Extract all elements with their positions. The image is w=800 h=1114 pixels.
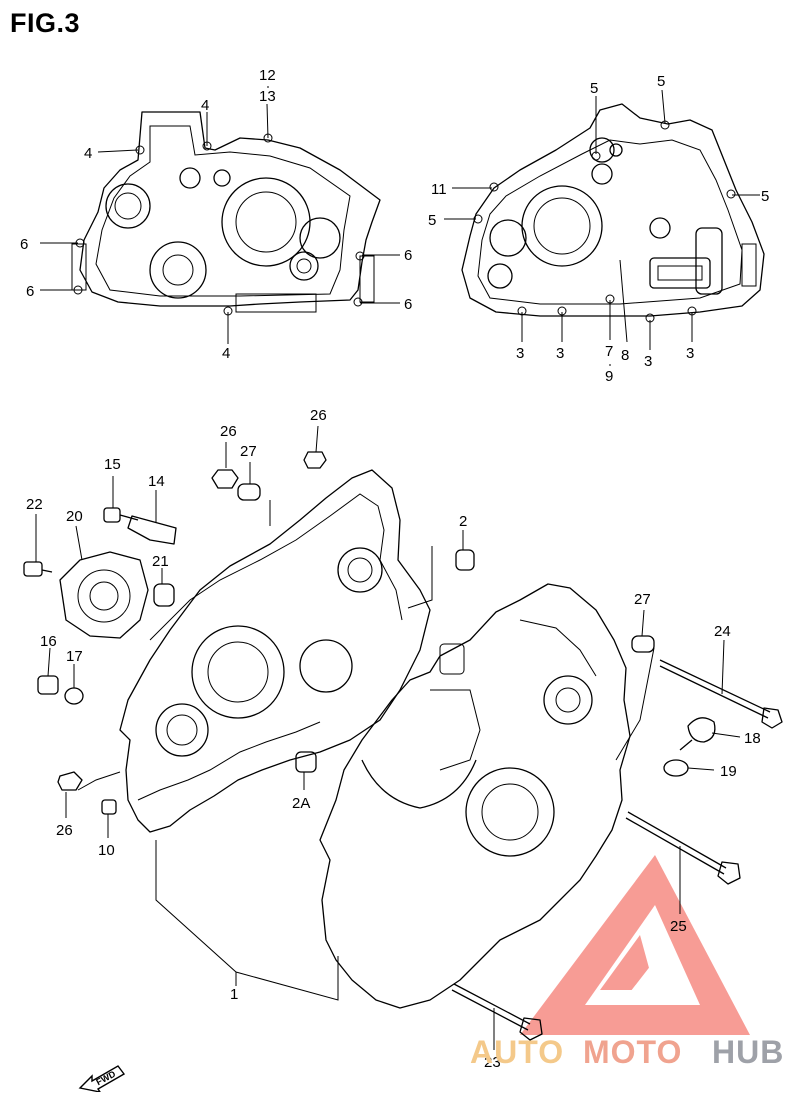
callout-3-d: 3 <box>686 345 694 362</box>
left-crankcase <box>119 469 431 833</box>
callout-8: 8 <box>621 347 629 364</box>
callout-24: 24 <box>714 623 731 640</box>
callout-1: 1 <box>230 986 238 1003</box>
right-crankcase <box>319 583 631 1009</box>
callout-4-left: 4 <box>84 145 92 162</box>
small-parts <box>23 451 783 1041</box>
callout-labels: 12 13 4 4 4 6 6 6 6 5 5 5 5 11 3 3 3 3 7… <box>20 67 769 1071</box>
callout-26-top-right: 26 <box>310 407 327 424</box>
callout-3-c: 3 <box>644 353 652 370</box>
callout-3-b: 3 <box>556 345 564 362</box>
callout-22: 22 <box>26 496 43 513</box>
callout-6-left-lower: 6 <box>26 283 34 300</box>
callout-5-top-right: 5 <box>657 73 665 90</box>
left-case-half-view <box>71 111 381 316</box>
forward-arrow-icon: FWD <box>78 1065 126 1092</box>
watermark-text-hub: HUB <box>712 1034 785 1070</box>
callout-14: 14 <box>148 473 165 490</box>
callout-6-right-upper: 6 <box>404 247 412 264</box>
callout-17: 17 <box>66 648 83 665</box>
callout-27-right: 27 <box>634 591 651 608</box>
callout-7: 7 <box>605 343 613 360</box>
callout-20: 20 <box>66 508 83 525</box>
callout-23: 23 <box>484 1054 501 1071</box>
figure-title: FIG.3 <box>10 8 81 38</box>
callout-2A: 2A <box>292 795 310 812</box>
callout-18: 18 <box>744 730 761 747</box>
callout-26-bottom: 26 <box>56 822 73 839</box>
callout-4-bottom: 4 <box>222 345 230 362</box>
right-case-half-view <box>461 103 765 323</box>
watermark-logo-icon <box>520 855 750 1035</box>
callout-5-top: 5 <box>590 80 598 97</box>
callout-4-top: 4 <box>201 97 209 114</box>
callout-9: 9 <box>605 368 613 385</box>
callout-6-left-upper: 6 <box>20 236 28 253</box>
callout-25: 25 <box>670 918 687 935</box>
callout-6-right-lower: 6 <box>404 296 412 313</box>
callout-15: 15 <box>104 456 121 473</box>
watermark-text-auto: AUTO <box>470 1034 565 1070</box>
callout-21: 21 <box>152 553 169 570</box>
callout-13: 13 <box>259 88 276 105</box>
callout-11: 11 <box>431 181 447 198</box>
callout-2: 2 <box>459 513 467 530</box>
callout-10: 10 <box>98 842 115 859</box>
leader-lines <box>35 86 760 1050</box>
callout-16: 16 <box>40 633 57 650</box>
callout-5-left: 5 <box>428 212 436 229</box>
watermark-text-moto: MOTO <box>583 1034 683 1070</box>
callout-26-top-left: 26 <box>220 423 237 440</box>
callout-5-right: 5 <box>761 188 769 205</box>
callout-12: 12 <box>259 67 276 84</box>
callout-19: 19 <box>720 763 737 780</box>
callout-3-a: 3 <box>516 345 524 362</box>
callout-27-top: 27 <box>240 443 257 460</box>
